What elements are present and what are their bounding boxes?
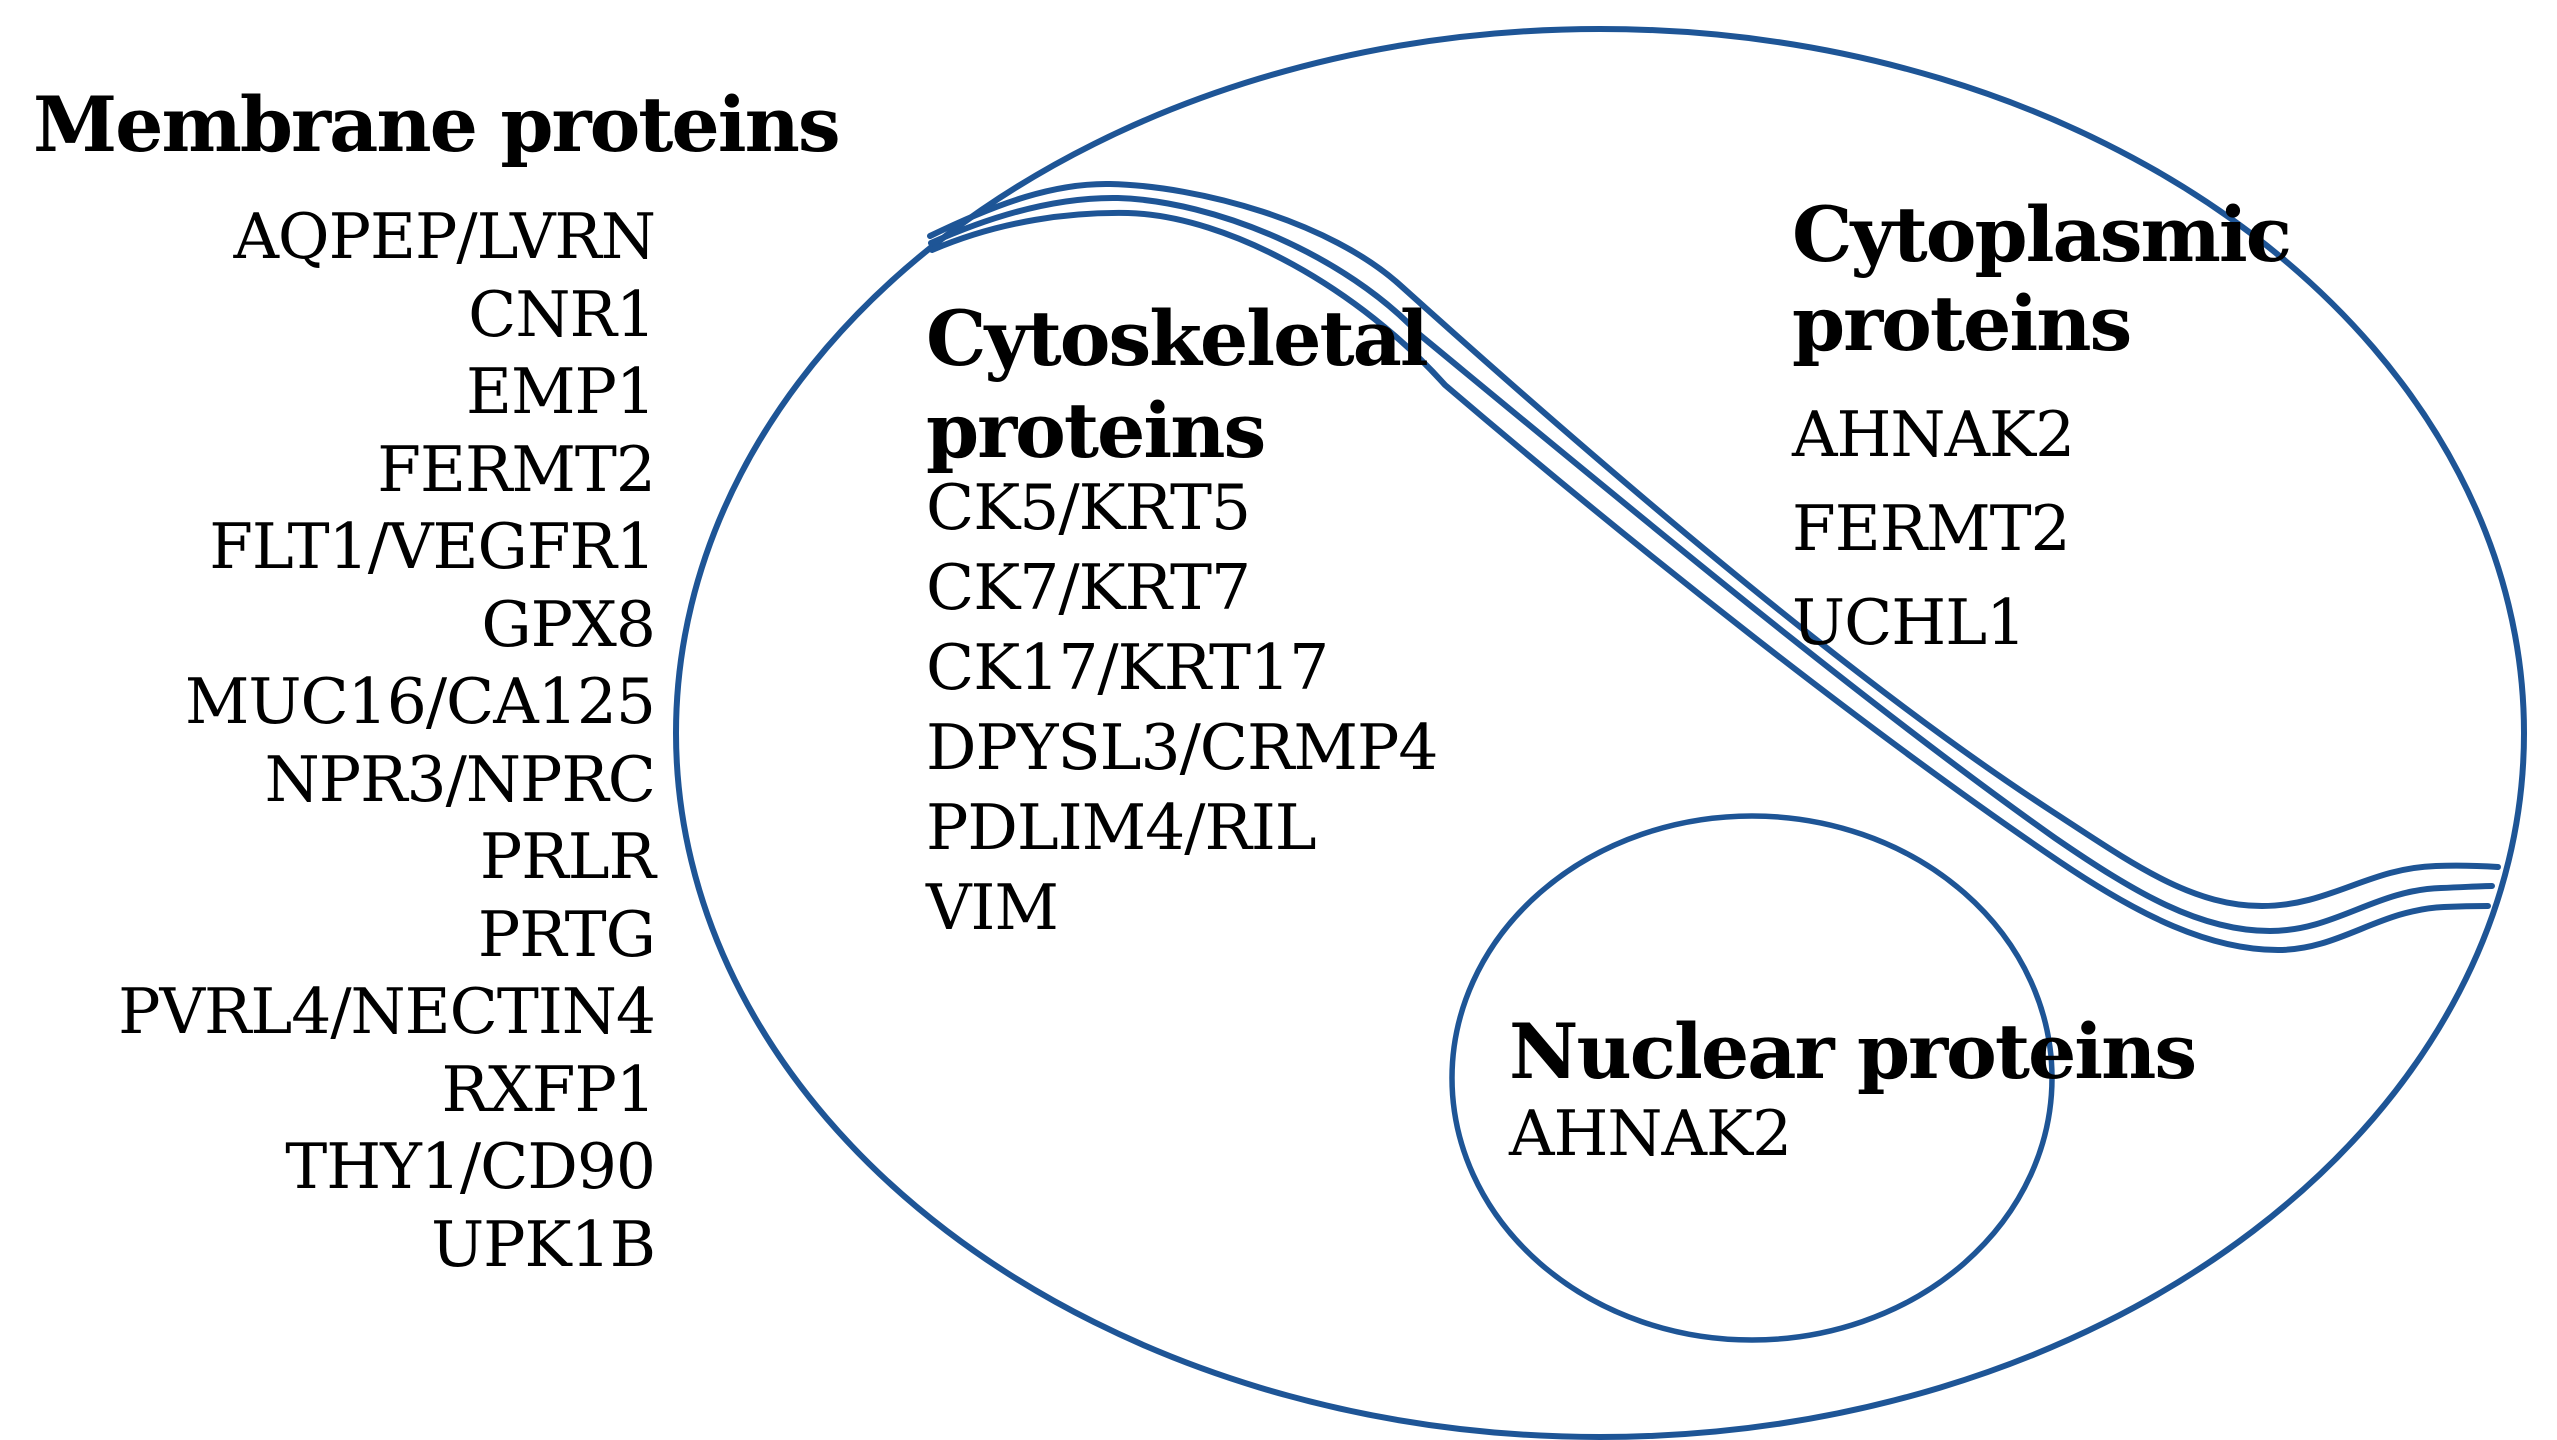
cytoplasmic-proteins-list: AHNAK2 FERMT2 UCHL1 (1792, 388, 2075, 670)
cytoplasmic-protein-label: AHNAK2 (1792, 398, 2075, 471)
cytoplasmic-heading-line: Cytoplasmic (1792, 190, 2292, 279)
cytoplasmic-protein-label: UCHL1 (1792, 586, 2026, 659)
cell-membrane-outline (673, 26, 2527, 1440)
cytoplasmic-proteins-heading: Cytoplasmic proteins (1792, 190, 2292, 368)
cytoskeletal-protein-label: CK7/KRT7 (926, 551, 1251, 624)
cytoskeletal-filament-line-1 (927, 180, 2501, 910)
nucleus-outline (1449, 813, 2055, 1343)
membrane-protein-label: PRLR (479, 820, 656, 893)
membrane-protein-label: PVRL4/NECTIN4 (118, 975, 656, 1048)
cytoskeletal-heading-line: Cytoskeletal (926, 294, 1429, 383)
membrane-protein-label: THY1/CD90 (285, 1130, 656, 1203)
nuclear-protein-label: AHNAK2 (1509, 1097, 1792, 1170)
cytoskeletal-protein-label: DPYSL3/CRMP4 (926, 711, 1438, 784)
membrane-protein-label: PRTG (477, 897, 656, 971)
membrane-proteins-list: AQPEP/LVRN CNR1 EMP1 FERMT2 FLT1/VEGFR1 … (100, 198, 656, 1283)
membrane-protein-label: FLT1/VEGFR1 (209, 510, 656, 583)
cytoplasmic-heading-line: proteins (1792, 279, 2132, 368)
membrane-protein-label: GPX8 (481, 587, 656, 661)
membrane-protein-label: CNR1 (468, 277, 656, 351)
membrane-protein-label: AQPEP/LVRN (233, 200, 656, 273)
cytoskeletal-filament-line-2 (928, 194, 2495, 935)
membrane-protein-label: NPR3/NPRC (264, 742, 656, 816)
membrane-protein-label: FERMT2 (377, 432, 656, 506)
cytoskeletal-proteins-heading: Cytoskeletal proteins (926, 293, 1429, 477)
cytoplasmic-protein-label: FERMT2 (1792, 492, 2071, 565)
nuclear-proteins-list: AHNAK2 (1509, 1094, 1792, 1174)
membrane-proteins-heading: Membrane proteins (33, 80, 841, 169)
membrane-protein-label: MUC16/CA125 (184, 665, 656, 738)
cytoskeletal-heading-line: proteins (926, 386, 1266, 475)
cytoskeletal-proteins-list: CK5/KRT5 CK7/KRT7 CK17/KRT17 DPYSL3/CRMP… (926, 468, 1438, 948)
membrane-protein-label: RXFP1 (441, 1052, 656, 1126)
cytoskeletal-filament-line-3 (929, 209, 2491, 954)
cytoskeletal-protein-label: PDLIM4/RIL (926, 791, 1317, 864)
membrane-protein-label: EMP1 (466, 355, 656, 428)
membrane-protein-label: UPK1B (431, 1207, 656, 1281)
cytoskeletal-protein-label: CK5/KRT5 (926, 471, 1251, 544)
cytoskeletal-protein-label: VIM (926, 871, 1059, 944)
nuclear-proteins-heading: Nuclear proteins (1509, 1007, 2197, 1096)
cytoskeletal-protein-label: CK17/KRT17 (926, 631, 1329, 704)
